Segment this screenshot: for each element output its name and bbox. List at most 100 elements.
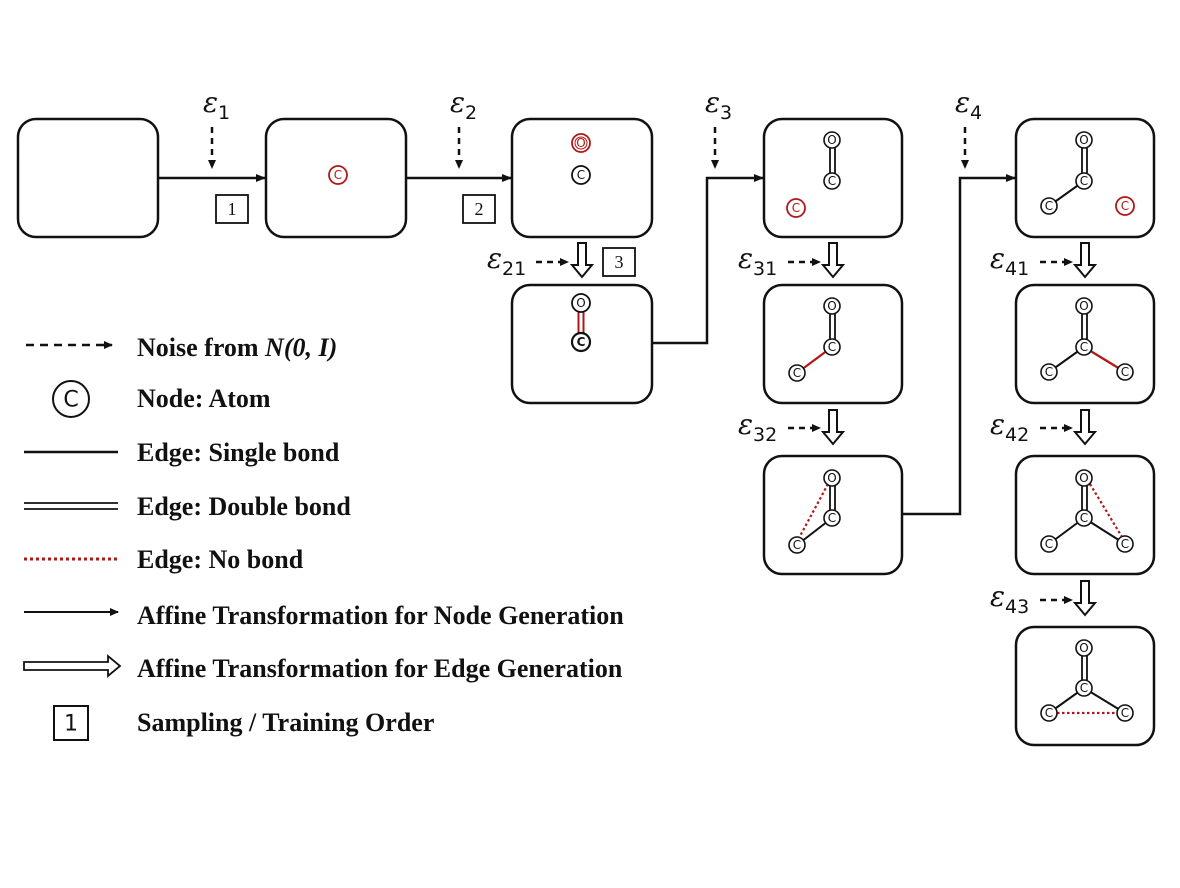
eps-label-4: ε4: [955, 86, 982, 124]
atom-node: [1116, 704, 1134, 722]
atom-label: O: [827, 471, 836, 485]
eps-label-42: ε42: [990, 408, 1029, 446]
atom-label: C: [793, 366, 801, 380]
atom-label: C: [793, 538, 801, 552]
atom-node: [1040, 197, 1058, 215]
atom-node: [1115, 196, 1135, 216]
atom-node: [1075, 509, 1093, 527]
atom-node: [823, 338, 841, 356]
atom-node-inner: [574, 136, 588, 150]
atom-label: O: [1079, 641, 1088, 655]
atom-label: C: [1121, 537, 1129, 551]
atom-node: [788, 536, 806, 554]
legend-nobond-label: Edge: No bond: [137, 545, 304, 574]
atom-label: O: [827, 299, 836, 313]
atom-label: C: [577, 335, 586, 349]
order-box-3: [602, 247, 636, 277]
legend-double-label: Edge: Double bond: [137, 492, 351, 521]
eps-label-1: ε1: [203, 86, 230, 124]
atom-label: O: [1079, 133, 1088, 147]
eps-label-43: ε43: [990, 580, 1029, 618]
no-bond-new: [798, 483, 829, 539]
legend-order-label: Sampling / Training Order: [137, 708, 434, 737]
atom-node: [1075, 172, 1093, 190]
molecule-box-4-1: O C C C: [1040, 297, 1134, 381]
eps-label-32: ε32: [738, 408, 777, 446]
eps-label-31: ε31: [738, 242, 777, 280]
order-box-1: [215, 194, 249, 224]
legend-edge-gen-symbol: [23, 654, 122, 678]
atom-node: [571, 293, 591, 313]
atom-node: [788, 364, 806, 382]
atom-label: C: [1121, 365, 1129, 379]
order-box-2: [462, 194, 496, 224]
atom-node: [1040, 704, 1058, 722]
order-label-3: 3: [615, 252, 624, 272]
state-box-empty: [16, 117, 160, 239]
legend: Noise from N(0, I) C Node: Atom Edge: Si…: [23, 333, 624, 741]
atom-label: O: [576, 136, 585, 150]
no-bond-new: [1089, 483, 1123, 538]
node-gen-arrow-4: [902, 174, 1016, 516]
legend-single-label: Edge: Single bond: [137, 438, 340, 467]
atom-node: [1075, 469, 1093, 487]
atom-label: O: [576, 296, 585, 310]
atom-label: C: [828, 340, 836, 354]
atom-label: C: [577, 168, 585, 182]
legend-order-symbol-label: 1: [64, 712, 78, 737]
molecule-box-3-2: O C C: [788, 469, 841, 554]
eps-label-2: ε2: [450, 86, 477, 124]
atom-label: C: [334, 168, 342, 182]
atom-node: [823, 131, 841, 149]
atom-node: [823, 172, 841, 190]
atom-label: C: [1121, 199, 1129, 213]
atom-node: [571, 165, 591, 185]
atom-label: C: [1080, 340, 1088, 354]
legend-edge-gen-label: Affine Transformation for Edge Generatio…: [137, 654, 623, 683]
molecule-box-4-2: O C C C: [1040, 469, 1134, 553]
legend-order-symbol: [53, 705, 89, 741]
legend-node-label: Node: Atom: [137, 384, 271, 413]
atom-node: [1075, 131, 1093, 149]
atom-node: [1075, 297, 1093, 315]
atom-node: [570, 331, 592, 353]
atom-label: C: [1045, 365, 1053, 379]
molecule-box-2: O C: [571, 133, 591, 185]
atom-label: C: [1045, 199, 1053, 213]
edge-gen-arrow-41: [1072, 242, 1098, 279]
atom-node: [823, 297, 841, 315]
atom-label: C: [792, 201, 800, 215]
atom-label: C: [1045, 706, 1053, 720]
edge-gen-arrow-32: [820, 409, 846, 446]
atom-label: C: [1045, 537, 1053, 551]
edge-gen-arrow-43: [1072, 580, 1098, 617]
atom-node: [328, 165, 348, 185]
atom-node: [786, 198, 806, 218]
edge-gen-arrow-42: [1072, 409, 1098, 446]
atom-label: C: [1080, 681, 1088, 695]
legend-noise-label: Noise from N(0, I): [137, 333, 337, 362]
atom-node: [823, 469, 841, 487]
atom-node: [1075, 639, 1093, 657]
atom-node: [823, 509, 841, 527]
atom-label: C: [828, 511, 836, 525]
legend-node-symbol: [52, 380, 90, 418]
eps-label-21: ε21: [487, 242, 526, 280]
molecule-box-1: C: [328, 165, 348, 185]
atom-node: [1075, 679, 1093, 697]
atom-label: O: [1079, 471, 1088, 485]
molecule-box-3-1: O C C: [788, 297, 841, 382]
atom-node: [1040, 535, 1058, 553]
node-gen-arrow-3: [652, 174, 764, 345]
atom-label: C: [1121, 706, 1129, 720]
molecule-box-4-3: O C C C: [1040, 639, 1134, 722]
atom-label: O: [1079, 299, 1088, 313]
atom-node: [1040, 363, 1058, 381]
atom-label: O: [827, 133, 836, 147]
order-label-1: 1: [228, 199, 237, 219]
edge-gen-arrow-21: [569, 242, 595, 279]
legend-node-gen-label: Affine Transformation for Node Generatio…: [137, 601, 624, 630]
atom-node: [1075, 338, 1093, 356]
eps-label-3: ε3: [705, 86, 732, 124]
